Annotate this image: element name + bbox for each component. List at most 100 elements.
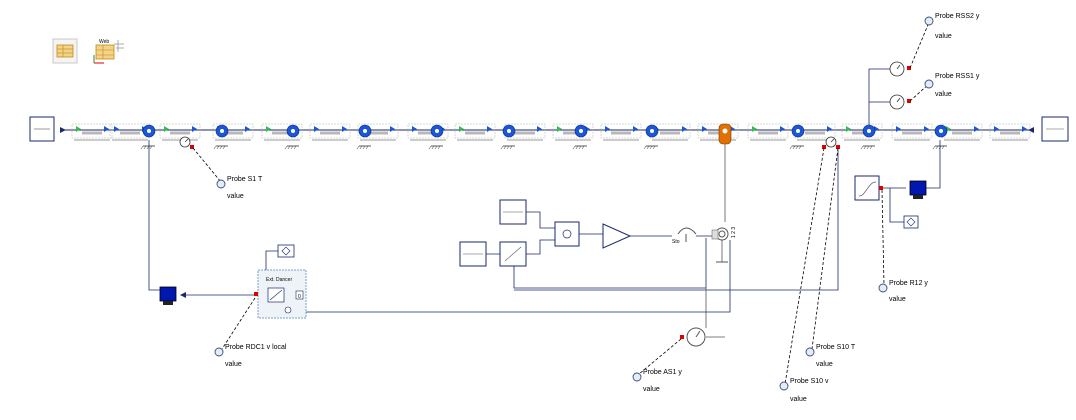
- flow-arrow-icon: [557, 126, 562, 132]
- probe-marker-icon[interactable]: [216, 179, 226, 189]
- motor-drive[interactable]: 1 2 3: [711, 227, 737, 263]
- roller[interactable]: [932, 124, 948, 150]
- probe-rss2[interactable]: Probe RSS2 y value: [924, 13, 980, 40]
- probe-value: value: [935, 91, 952, 98]
- probe-marker-icon[interactable]: [632, 372, 642, 382]
- driven-roller[interactable]: [718, 123, 732, 145]
- probe-marker-icon[interactable]: [779, 381, 789, 391]
- torque-source[interactable]: Sto: [672, 227, 697, 245]
- flow-arrow-icon: [245, 126, 250, 132]
- flow-arrow-icon: [924, 126, 929, 132]
- web-span-segment[interactable]: [71, 123, 113, 141]
- flow-arrow-icon: [114, 126, 119, 132]
- roller[interactable]: [789, 124, 805, 150]
- flow-arrow-icon: [605, 126, 610, 132]
- dancer-input-wire: [265, 250, 278, 270]
- flow-arrow-icon: [974, 126, 979, 132]
- roller[interactable]: [356, 124, 372, 150]
- probe-value: value: [816, 361, 833, 368]
- flow-arrow-icon: [633, 126, 638, 132]
- left-drive-wire: [148, 140, 160, 291]
- probe-value: value: [227, 193, 244, 200]
- gain-block[interactable]: [602, 223, 632, 249]
- flow-arrow-icon: [192, 126, 197, 132]
- probe-marker-icon[interactable]: [924, 16, 934, 26]
- flow-arrow-icon: [76, 126, 81, 132]
- web-span-segment[interactable]: [309, 123, 351, 141]
- drive-motor-right[interactable]: [909, 180, 927, 199]
- ramp-source-r12[interactable]: [854, 175, 883, 201]
- add-block[interactable]: [554, 221, 580, 247]
- web-span-segment[interactable]: [600, 123, 642, 141]
- probe-s10t[interactable]: Probe S10 T value: [805, 344, 856, 368]
- probe-marker-icon[interactable]: [805, 347, 815, 357]
- web-sink-right[interactable]: [1028, 116, 1069, 142]
- step-source-1[interactable]: [499, 199, 527, 225]
- signal-wires: [486, 211, 712, 255]
- roller[interactable]: [643, 124, 659, 150]
- probe-value: value: [643, 386, 660, 393]
- web-span-segment[interactable]: [159, 123, 201, 141]
- flow-arrow-icon: [342, 126, 347, 132]
- flow-arrow-icon: [314, 126, 319, 132]
- sensor-s10[interactable]: [822, 136, 840, 149]
- roller[interactable]: [284, 124, 300, 150]
- roller[interactable]: [860, 124, 876, 150]
- probe-name: Probe S10 T: [816, 344, 856, 351]
- external-dancer[interactable]: Ext. Dancer 0: [254, 269, 307, 319]
- web-span-segment[interactable]: [989, 123, 1031, 141]
- dancer-input-icon[interactable]: [277, 244, 295, 258]
- speed-sensor-rss1[interactable]: [889, 94, 911, 110]
- speed-sensor-rss2[interactable]: [889, 61, 911, 77]
- flow-arrow-icon: [896, 126, 901, 132]
- probe-name: Probe RSS1 y: [935, 73, 980, 80]
- probe-value: value: [935, 33, 952, 40]
- right-input-icon[interactable]: [903, 215, 919, 229]
- web-span-segment[interactable]: [747, 123, 789, 141]
- probe-rss1[interactable]: Probe RSS1 y value: [924, 73, 980, 98]
- web-span-segment[interactable]: [697, 123, 739, 141]
- flow-arrow-icon: [846, 126, 851, 132]
- rss-connection-line: [868, 68, 890, 125]
- flow-arrow-icon: [1022, 126, 1027, 132]
- dancer-out-label: 0: [298, 294, 301, 300]
- feedback-wire: [513, 238, 707, 289]
- probe-name: Probe RSS2 y: [935, 13, 980, 20]
- step-source-2[interactable]: [459, 241, 487, 267]
- probe-name: Probe S10 v: [790, 378, 829, 385]
- flow-arrow-icon: [537, 126, 542, 132]
- web-span-segment[interactable]: [454, 123, 496, 141]
- roller[interactable]: [572, 124, 588, 150]
- temperature-sensor-s1[interactable]: [179, 136, 194, 149]
- roller[interactable]: [500, 124, 516, 150]
- web-span-segment[interactable]: [504, 123, 546, 141]
- roller[interactable]: [428, 124, 444, 150]
- roller[interactable]: [213, 124, 229, 150]
- probe-marker-icon[interactable]: [924, 79, 934, 89]
- roller[interactable]: [140, 124, 156, 150]
- table-icon[interactable]: [52, 38, 78, 64]
- torque-label: Sto: [672, 239, 680, 245]
- flow-arrow-icon: [104, 126, 109, 132]
- flow-arrow-icon: [702, 126, 707, 132]
- probe-marker-icon[interactable]: [878, 283, 888, 293]
- drive-motor-left[interactable]: [159, 286, 177, 305]
- probe-links: [192, 19, 931, 385]
- web-span-segment[interactable]: [941, 123, 983, 141]
- probe-name: Probe R12 y: [889, 280, 928, 287]
- web-span-segment[interactable]: [841, 123, 883, 141]
- ramp-limiter[interactable]: [499, 241, 527, 267]
- web-table-icon[interactable]: Web: [93, 39, 124, 64]
- web-span-segment[interactable]: [891, 123, 933, 141]
- probe-marker-icon[interactable]: [214, 347, 224, 357]
- flow-arrow-icon: [390, 126, 395, 132]
- angle-sensor-as1[interactable]: [680, 327, 725, 347]
- web-source-left[interactable]: [29, 116, 66, 142]
